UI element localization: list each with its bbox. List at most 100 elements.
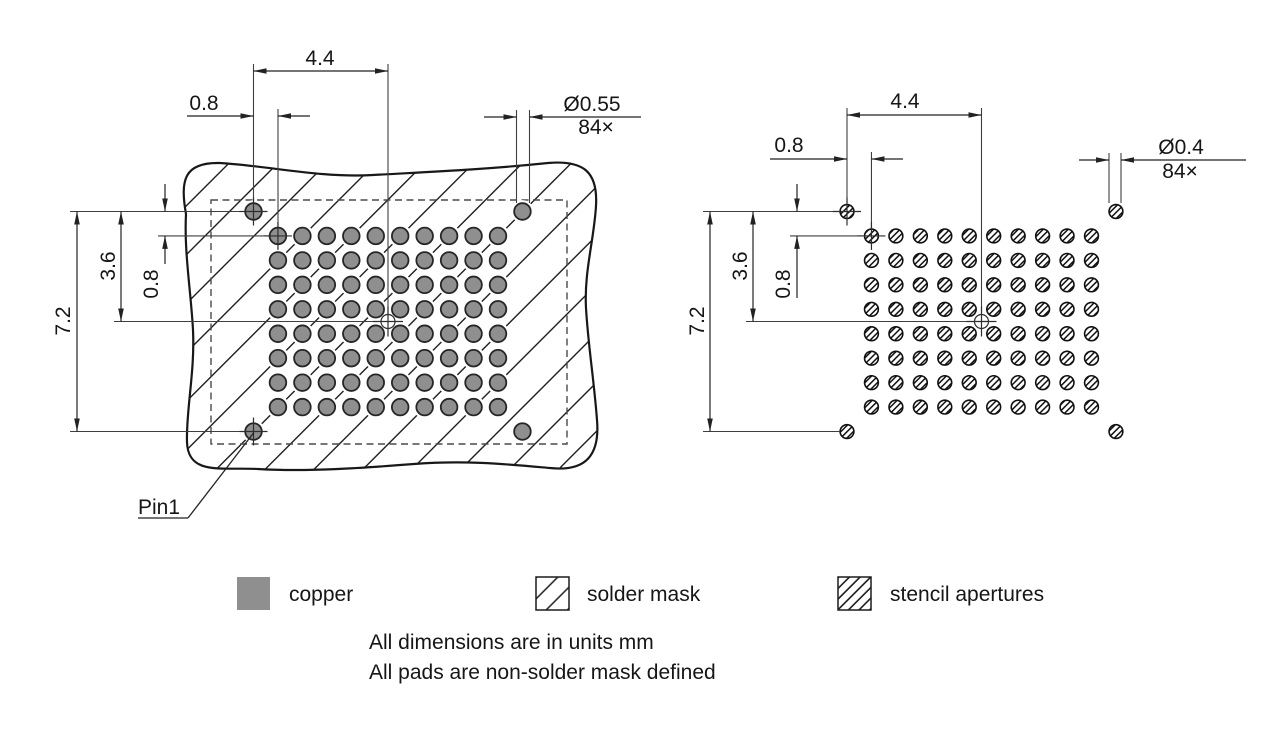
stencil-aperture [863, 301, 880, 317]
hatch-line [185, 162, 537, 471]
arrowhead [74, 211, 80, 225]
stencil-aperture [1108, 203, 1124, 220]
arrowhead [871, 156, 885, 162]
copper-pad [391, 300, 410, 319]
copper-pad [415, 251, 434, 270]
copper-pad [464, 397, 483, 417]
copper-pad [464, 275, 483, 295]
stencil-aperture [937, 228, 953, 244]
stencil-aperture [912, 326, 929, 342]
copper-pad [415, 275, 434, 295]
dim-label-pad-count: 84× [578, 116, 614, 139]
stencil-aperture [1034, 301, 1051, 317]
copper-pad [317, 349, 337, 368]
copper-pad [391, 275, 410, 295]
arrowhead [162, 235, 168, 249]
copper-pad [439, 397, 459, 417]
copper-pad [317, 300, 337, 319]
dim-label-aperture-diameter: Ø0.4 [1158, 136, 1204, 159]
stencil-aperture [863, 326, 880, 342]
copper-pad [415, 324, 434, 343]
copper-pad [391, 251, 410, 270]
arrowhead [162, 198, 168, 212]
copper-pad [464, 349, 483, 368]
stencil-aperture [1010, 350, 1026, 366]
stencil-aperture [888, 350, 904, 366]
stencil-aperture [863, 374, 880, 391]
stencil-aperture [912, 350, 929, 366]
stencil-aperture [937, 350, 953, 366]
arrowhead [253, 68, 267, 74]
left-dimension-geometry [70, 64, 641, 519]
stencil-aperture [1083, 350, 1100, 366]
stencil-aperture-grid [839, 203, 1124, 440]
stencil-aperture [863, 399, 880, 415]
hatch-line [183, 162, 341, 471]
dim-label-half-height: 3.6 [97, 251, 120, 280]
stencil-aperture [937, 252, 953, 269]
copper-pad [317, 275, 337, 295]
arrowhead [750, 308, 756, 322]
copper-pad [317, 324, 337, 343]
copper-pad [293, 349, 312, 368]
copper-pad [439, 251, 459, 270]
stencil-aperture [1059, 277, 1075, 293]
stencil-aperture [888, 228, 904, 244]
arrowhead [794, 198, 800, 212]
copper-pad [268, 349, 288, 368]
legend-label-solder-mask: solder mask [587, 583, 701, 606]
stencil-aperture [985, 252, 1002, 269]
legend: copper solder mask stencil apertures [237, 576, 1044, 611]
stencil-aperture [1083, 301, 1100, 317]
copper-pad [366, 324, 385, 343]
arrowhead [707, 418, 713, 432]
stencil-aperture [961, 326, 977, 342]
stencil-aperture [863, 277, 880, 293]
copper-pad [488, 251, 508, 270]
stencil-aperture [961, 399, 977, 415]
copper-pad [342, 275, 361, 295]
copper-pad [439, 226, 459, 246]
stencil-aperture [912, 301, 929, 317]
copper-pad [464, 226, 483, 246]
hatch-line [429, 162, 598, 471]
arrowhead [750, 211, 756, 225]
stencil-aperture [1034, 350, 1051, 366]
copper-pad [366, 373, 385, 392]
stencil-aperture [1083, 228, 1100, 244]
dim-label-pitch-x: 0.8 [774, 134, 803, 157]
hatch-line [527, 162, 598, 471]
note-units: All dimensions are in units mm [369, 631, 654, 654]
arrowhead [503, 114, 517, 120]
copper-pad [268, 300, 288, 319]
copper-pad [391, 324, 410, 343]
arrowhead [278, 113, 291, 119]
arrowhead [847, 112, 860, 118]
solder-mask-swatch [535, 576, 570, 611]
copper-pad [268, 251, 288, 270]
copper-swatch [237, 577, 270, 610]
copper-pad [317, 251, 337, 270]
arrowhead [707, 211, 713, 225]
stencil-aperture [1034, 277, 1051, 293]
stencil-aperture [1034, 252, 1051, 269]
copper-pad [268, 324, 288, 343]
stencil-aperture [937, 326, 953, 342]
arrowhead [794, 235, 800, 249]
stencil-aperture [1059, 399, 1075, 415]
arrowhead [375, 68, 388, 74]
hatch-line [183, 162, 488, 471]
note-nsmd: All pads are non-solder mask defined [369, 661, 716, 684]
hatch-line [183, 162, 390, 471]
stencil-aperture [985, 228, 1002, 244]
stencil-aperture [863, 252, 880, 269]
copper-pad [464, 251, 483, 270]
copper-pad [268, 275, 288, 295]
copper-pad [268, 397, 288, 417]
stencil-aperture [912, 228, 929, 244]
hatch-line [576, 162, 598, 471]
stencil-aperture [1059, 350, 1075, 366]
pin1-leader-line [187, 432, 255, 519]
hatch-line [183, 162, 292, 471]
stencil-aperture [912, 374, 929, 391]
